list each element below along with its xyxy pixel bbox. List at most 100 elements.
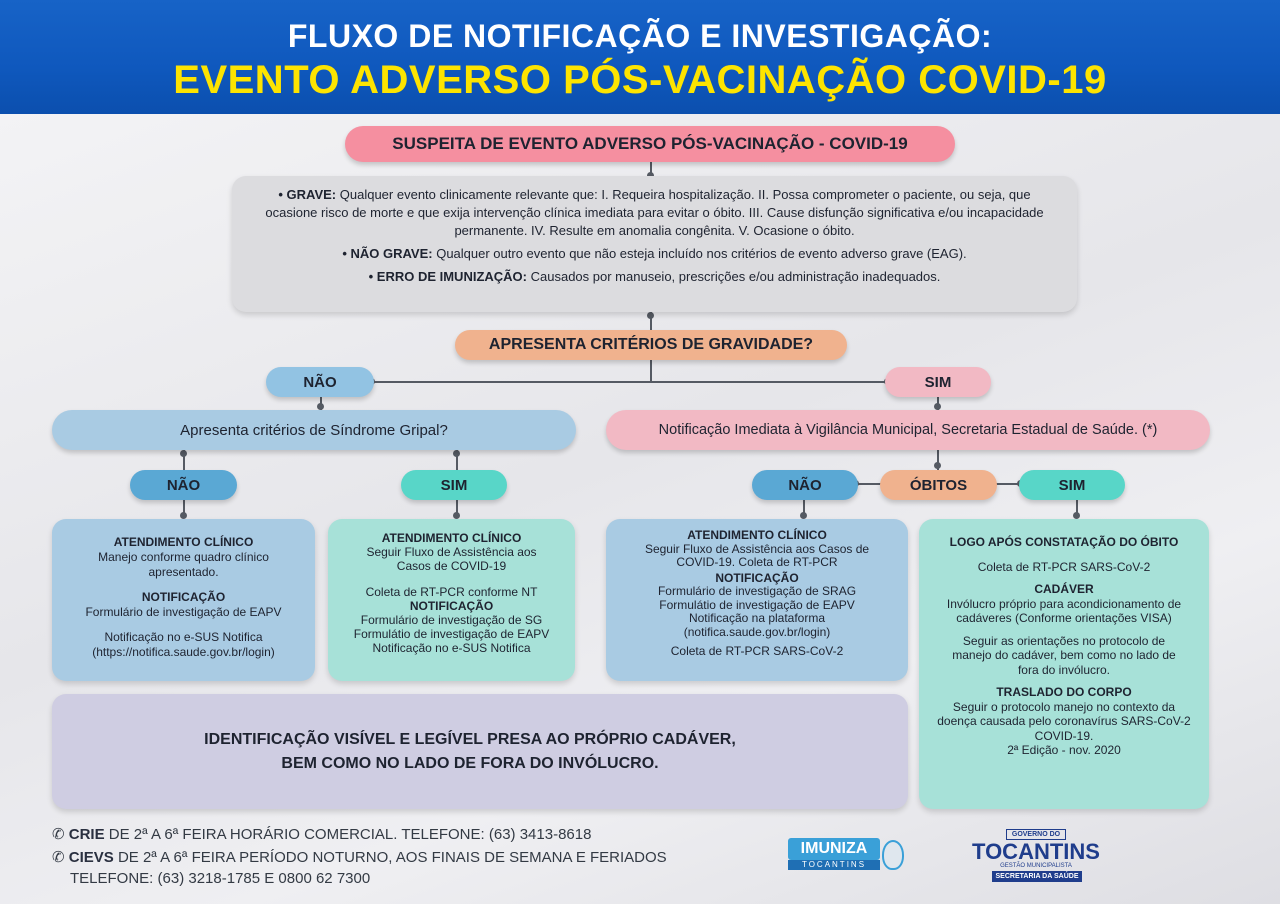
box3-heading2: NOTIFICAÇÃO [715, 570, 799, 585]
identificacao-line1: IDENTIFICAÇÃO VISÍVEL E LEGÍVEL PRESA AO… [204, 730, 736, 748]
connector [856, 483, 882, 485]
box4-text4: Seguir o protocolo manejo no contexto da… [937, 699, 1191, 743]
box3-text3: Formulátio de investigação de EAPV [659, 597, 855, 612]
connector-dot [180, 450, 187, 457]
nao-grave-text: Qualquer outro evento que não esteja inc… [436, 246, 967, 261]
title-line2: EVENTO ADVERSO PÓS-VACINAÇÃO COVID-19 [173, 58, 1107, 102]
footer-crie: ✆ CRIE DE 2ª A 6ª FEIRA HORÁRIO COMERCIA… [52, 825, 591, 843]
box3-text4: Notificação na plataforma [688, 611, 826, 625]
box3-heading: ATENDIMENTO CLÍNICO [687, 528, 827, 542]
branch-sim: SIM [885, 367, 991, 397]
box3-text2: Formulário de investigação de SRAG [657, 584, 857, 598]
connector [183, 450, 185, 470]
grave-text: Qualquer evento clinicamente relevante q… [265, 187, 1044, 238]
sg-nao: NÃO [130, 470, 237, 500]
box2-heading: ATENDIMENTO CLÍNICO [381, 531, 522, 545]
box-obitos-sim: LOGO APÓS CONSTATAÇÃO DO ÓBITO Coleta de… [919, 519, 1209, 809]
box4-text: Coleta de RT-PCR SARS-CoV-2 [977, 559, 1151, 574]
imuniza-logo-top: IMUNIZA [788, 838, 880, 860]
connector-dot [453, 450, 460, 457]
connector [372, 381, 888, 383]
grave-definition: • GRAVE: Qualquer evento clinicamente re… [254, 186, 1055, 240]
crie-label: CRIE [68, 826, 105, 843]
sg-sim: SIM [401, 470, 507, 500]
box2-text5: Notificação no e-SUS Notifica [372, 641, 531, 655]
connector [183, 500, 185, 518]
box-sg-nao: ATENDIMENTO CLÍNICO Manejo conforme quad… [52, 519, 315, 681]
connector-dot [647, 172, 654, 179]
box1-heading: ATENDIMENTO CLÍNICO [113, 535, 254, 549]
nao-grave-definition: • NÃO GRAVE: Qualquer outro evento que n… [254, 245, 1055, 263]
nao-grave-label: • NÃO GRAVE: [342, 246, 433, 261]
box4-text3: Seguir as orientações no protocolo de ma… [952, 633, 1176, 677]
connector [456, 450, 458, 470]
connector-dot [317, 403, 324, 410]
box4-heading2: CADÁVER [1034, 582, 1094, 596]
gov-sub: GESTÃO MUNICIPALISTA [1000, 863, 1072, 869]
sg-question: Apresenta critérios de Síndrome Gripal? [52, 410, 576, 450]
box2-text: Seguir Fluxo de Assistência aos Casos de… [366, 545, 537, 573]
gov-main: TOCANTINS [972, 839, 1100, 864]
identificacao-line2: BEM COMO NO LADO DE FORA DO INVÓLUCRO. [281, 754, 659, 772]
cievs-label: CIEVS [68, 849, 114, 866]
branch-nao: NÃO [266, 367, 374, 397]
gov-top: GOVERNO DO [1006, 829, 1066, 840]
connector [995, 483, 1021, 485]
notificacao-imediata: Notificação Imediata à Vigilância Munici… [606, 410, 1210, 450]
box1-text3: Notificação no e-SUS Notifica (https://n… [92, 630, 275, 659]
connector-dot [934, 462, 941, 469]
box4-edition: 2ª Edição - nov. 2020 [1007, 743, 1121, 757]
footer-cievs-phone: TELEFONE: (63) 3218-1785 E 0800 62 7300 [70, 870, 371, 887]
governo-logo: GOVERNO DO TOCANTINS GESTÃO MUNICIPALIST… [970, 829, 1102, 883]
connector [650, 360, 652, 382]
crie-text: DE 2ª A 6ª FEIRA HORÁRIO COMERCIAL. TELE… [108, 826, 592, 843]
box1-text2: Formulário de investigação de EAPV [85, 605, 282, 619]
connector [1076, 500, 1078, 518]
erro-label: • ERRO DE IMUNIZAÇÃO: [368, 269, 527, 284]
gov-sec: SECRETARIA DA SAÚDE [992, 871, 1082, 882]
imuniza-logo: IMUNIZA TOCANTINS [788, 838, 913, 872]
notificacao-imediata-text: Notificação Imediata à Vigilância Munici… [658, 422, 1158, 438]
box3-text6: Coleta de RT-PCR SARS-CoV-2 [670, 644, 844, 658]
box2-heading2: NOTIFICAÇÃO [409, 599, 494, 613]
phone-icon: ✆ [52, 849, 65, 866]
connector [937, 450, 939, 470]
identificacao-box: IDENTIFICAÇÃO VISÍVEL E LEGÍVEL PRESA AO… [52, 694, 908, 809]
phone-icon: ✆ [52, 826, 65, 843]
box3-text: Seguir Fluxo de Assistência aos Casos de… [644, 541, 870, 569]
header-banner: FLUXO DE NOTIFICAÇÃO E INVESTIGAÇÃO: EVE… [0, 0, 1280, 114]
connector-dot [934, 403, 941, 410]
grave-label: • GRAVE: [278, 187, 337, 202]
box3-text5: (notifica.saude.gov.br/login) [683, 624, 831, 639]
box-sg-sim: ATENDIMENTO CLÍNICO Seguir Fluxo de Assi… [328, 519, 575, 681]
obitos-pill: ÓBITOS [880, 470, 997, 500]
box4-heading3: TRASLADO DO CORPO [996, 685, 1132, 699]
box4-heading: LOGO APÓS CONSTATAÇÃO DO ÓBITO [949, 535, 1179, 549]
connector [456, 500, 458, 518]
connector-dot [453, 512, 460, 519]
box-obitos-nao: ATENDIMENTO CLÍNICO Seguir Fluxo de Assi… [606, 519, 908, 681]
definitions-box: • GRAVE: Qualquer evento clinicamente re… [232, 176, 1077, 312]
box2-text4: Formulátio de investigação de EAPV [353, 627, 550, 641]
connector [650, 160, 652, 178]
obitos-nao: NÃO [752, 470, 858, 500]
cievs-text: DE 2ª A 6ª FEIRA PERÍODO NOTURNO, AOS FI… [117, 849, 667, 866]
gravidade-question: APRESENTA CRITÉRIOS DE GRAVIDADE? [455, 330, 847, 360]
connector-dot [647, 312, 654, 319]
sg-question-text: Apresenta critérios de Síndrome Gripal? [180, 421, 448, 439]
connector [803, 500, 805, 518]
imuniza-logo-bottom: TOCANTINS [788, 860, 880, 870]
box1-heading2: NOTIFICAÇÃO [141, 590, 226, 604]
mascot-icon [882, 840, 904, 870]
box4-text2: Invólucro próprio para acondicionamento … [946, 596, 1182, 626]
box2-text2: Coleta de RT-PCR conforme NT [365, 585, 538, 599]
title-line1: FLUXO DE NOTIFICAÇÃO E INVESTIGAÇÃO: [287, 18, 993, 54]
suspeita-pill: SUSPEITA DE EVENTO ADVERSO PÓS-VACINAÇÃO… [345, 126, 955, 162]
box1-text: Manejo conforme quadro clínico apresenta… [98, 550, 269, 579]
connector-dot [1073, 512, 1080, 519]
box2-text3: Formulário de investigação de SG [360, 613, 543, 627]
erro-definition: • ERRO DE IMUNIZAÇÃO: Causados por manus… [254, 268, 1055, 286]
connector-dot [180, 512, 187, 519]
erro-text: Causados por manuseio, prescrições e/ou … [530, 269, 941, 284]
connector [650, 312, 652, 332]
